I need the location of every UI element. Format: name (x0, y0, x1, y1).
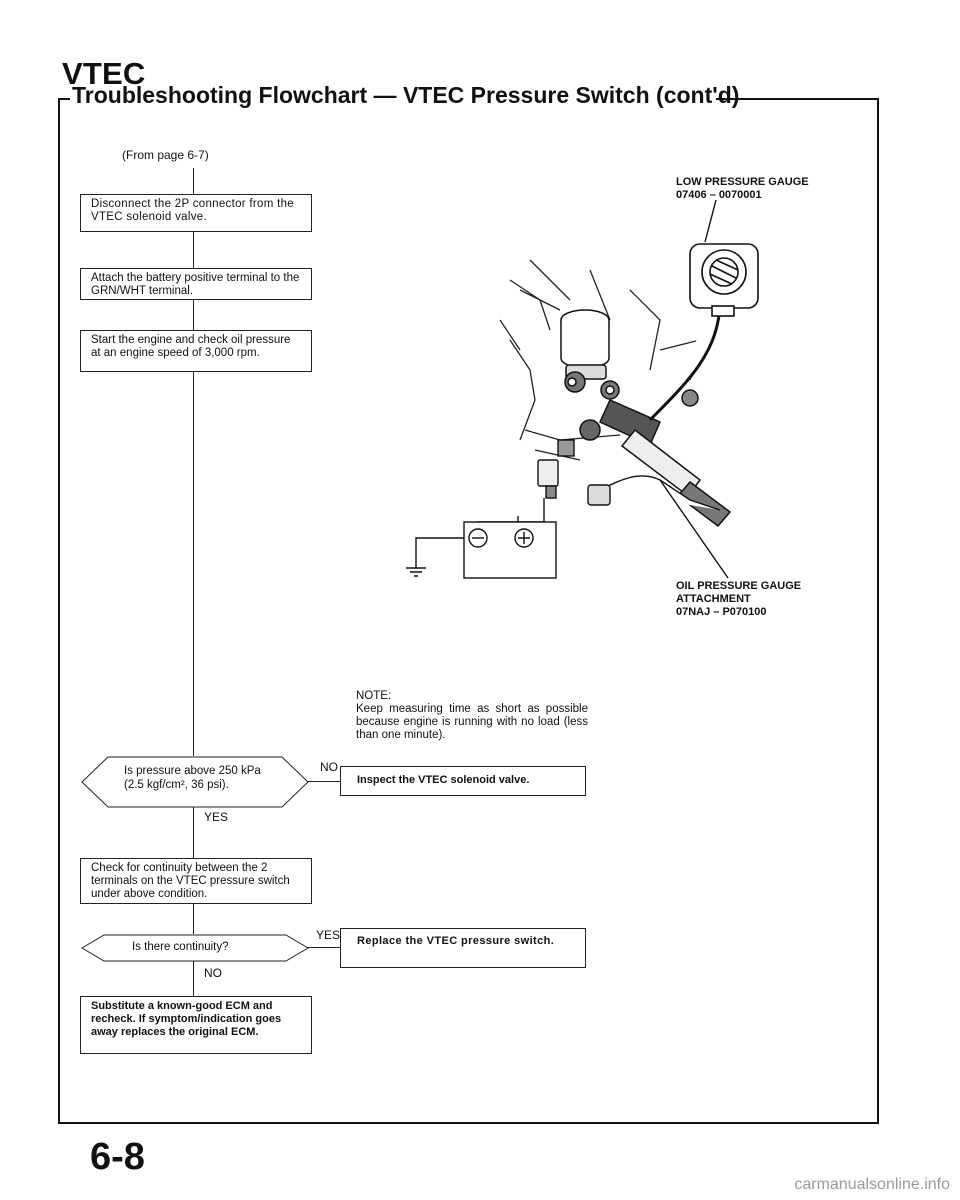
note-block: NOTE: Keep measuring time as short as po… (356, 690, 588, 742)
connector (193, 372, 194, 756)
action-inspect-solenoid: Inspect the VTEC solenoid valve. (340, 766, 586, 796)
step-substitute-ecm: Substitute a known-good ECM and recheck.… (80, 996, 312, 1054)
step-text: Check for continuity between the 2 termi… (91, 862, 290, 900)
label-line: OIL PRESSURE GAUGE (676, 580, 802, 592)
illustration (406, 200, 759, 579)
connector (193, 806, 194, 858)
connector (306, 947, 340, 948)
step-text: Start the engine and check oil pressure … (91, 334, 291, 359)
connector (193, 168, 194, 194)
page-title: Troubleshooting Flowchart — VTEC Pressur… (72, 82, 740, 108)
connector (193, 232, 194, 268)
step-check-continuity: Check for continuity between the 2 termi… (80, 858, 312, 904)
label-line: ATTACHMENT (676, 593, 751, 605)
attachment-leader-line (659, 479, 729, 579)
connector (193, 960, 194, 996)
battery-icon (406, 498, 557, 579)
step-text: Disconnect the 2P connector from the VTE… (91, 198, 294, 223)
action-text: Inspect the VTEC solenoid valve. (357, 774, 530, 786)
frame-right (877, 98, 879, 1124)
decision-line: Is pressure above 250 kPa (124, 765, 261, 777)
page-number: 6-8 (90, 1136, 145, 1178)
vtec-solenoid-icon (560, 309, 620, 400)
engine-outline (509, 259, 661, 441)
connector (193, 904, 194, 934)
note-text: Keep measuring time as short as possible… (356, 703, 588, 741)
watermark: carmanualsonline.info (794, 1176, 950, 1193)
action-replace-switch: Replace the VTEC pressure switch. (340, 928, 586, 968)
decision-line: (2.5 kgf/cm², 36 psi). (124, 779, 229, 791)
decision2-no-label: NO (204, 966, 222, 980)
step-text: Substitute a known-good ECM and recheck.… (91, 1000, 282, 1038)
decision1-yes-label: YES (204, 810, 229, 824)
step-disconnect-connector: Disconnect the 2P connector from the VTE… (80, 194, 312, 232)
decision-continuity-text: Is there continuity? (132, 941, 229, 953)
action-text: Replace the VTEC pressure switch. (357, 935, 555, 947)
label-line: 07406 – 0070001 (676, 189, 762, 201)
decision2-yes-label: YES (316, 928, 341, 942)
decision-continuity-shape (81, 934, 309, 962)
oil-pressure-attachment-icon (579, 299, 732, 528)
connector (193, 300, 194, 330)
step-attach-battery: Attach the battery positive terminal to … (80, 268, 312, 300)
frame-top-right (716, 98, 878, 100)
label-line: 07NAJ – P070100 (676, 606, 767, 618)
pressure-gauge-icon (689, 243, 759, 317)
low-pressure-gauge-label: LOW PRESSURE GAUGE 07406 – 0070001 (676, 176, 809, 202)
frame-left (58, 98, 60, 1124)
note-heading: NOTE: (356, 690, 392, 702)
step-text: Attach the battery positive terminal to … (91, 272, 300, 297)
label-line: LOW PRESSURE GAUGE (676, 176, 809, 188)
oil-pressure-attachment-label: OIL PRESSURE GAUGE ATTACHMENT 07NAJ – P0… (676, 580, 801, 619)
connector (306, 781, 340, 782)
gauge-leader-line (704, 200, 717, 243)
decision1-no-label: NO (320, 760, 338, 774)
decision-pressure-text: Is pressure above 250 kPa (2.5 kgf/cm², … (124, 764, 261, 792)
frame-top-left (58, 98, 70, 100)
frame-bottom (58, 1122, 879, 1124)
from-page-label: (From page 6-7) (122, 148, 209, 162)
section-title: VTEC (62, 56, 146, 91)
connector-icon (537, 439, 721, 511)
step-start-engine: Start the engine and check oil pressure … (80, 330, 312, 372)
decision-pressure-shape (81, 756, 309, 808)
